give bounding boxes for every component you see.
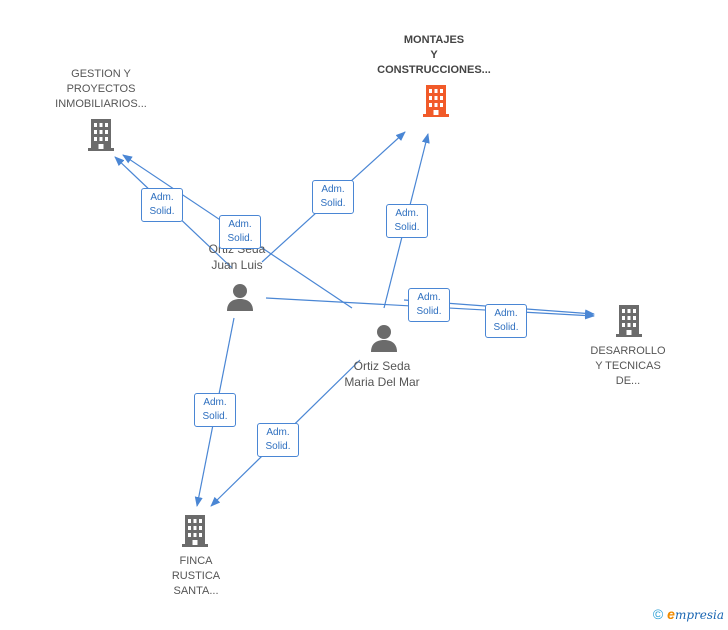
edge-label-juan-montajes[interactable]: Adm. Solid. bbox=[312, 180, 354, 214]
copyright-icon: © bbox=[652, 606, 664, 622]
person-label-line: Ortiz Seda bbox=[353, 359, 411, 373]
company-label-line: SANTA... bbox=[173, 585, 219, 597]
building-icon[interactable] bbox=[614, 303, 644, 339]
edge-label-line1: Adm. bbox=[494, 308, 518, 319]
edge-label-line1: Adm. bbox=[203, 397, 227, 408]
edge-label-juan-desarrollo[interactable]: Adm. Solid. bbox=[408, 288, 450, 322]
edge-label-maria-gestion[interactable]: Adm. Solid. bbox=[219, 215, 261, 249]
building-icon[interactable] bbox=[420, 83, 452, 119]
edge-label-line1: Adm. bbox=[395, 208, 419, 219]
edge-label-maria-desarrollo[interactable]: Adm. Solid. bbox=[485, 304, 527, 338]
company-label-line: FINCA bbox=[179, 555, 213, 567]
company-label-line: INMOBILIARIOS... bbox=[55, 98, 147, 110]
edge-label-line1: Adm. bbox=[266, 427, 290, 438]
edge-label-line2: Solid. bbox=[320, 198, 346, 209]
person-label-line: Juan Luis bbox=[211, 258, 263, 272]
person-icon[interactable] bbox=[369, 323, 399, 353]
company-label-line: MONTAJES bbox=[403, 34, 465, 46]
edge-label-line2: Solid. bbox=[416, 306, 442, 317]
company-label-line: DESARROLLO bbox=[590, 345, 666, 357]
company-label-finca[interactable]: FINCA RUSTICA SANTA... bbox=[146, 554, 246, 599]
person-label-maria[interactable]: Ortiz Seda Maria Del Mar bbox=[327, 358, 437, 390]
edge-label-line2: Solid. bbox=[227, 233, 253, 244]
edge-label-juan-finca[interactable]: Adm. Solid. bbox=[194, 393, 236, 427]
edge-label-maria-montajes[interactable]: Adm. Solid. bbox=[386, 204, 428, 238]
building-icon[interactable] bbox=[86, 117, 116, 153]
company-label-line: Y bbox=[430, 49, 438, 61]
brand-logo-e: e bbox=[667, 606, 675, 622]
company-label-line: GESTION Y bbox=[71, 68, 131, 80]
edge-label-line1: Adm. bbox=[321, 184, 345, 195]
edge-label-line2: Solid. bbox=[493, 322, 519, 333]
company-label-line: RUSTICA bbox=[171, 570, 221, 582]
edge-label-line2: Solid. bbox=[265, 441, 291, 452]
person-icon[interactable] bbox=[225, 282, 255, 312]
company-label-montajes[interactable]: MONTAJES Y CONSTRUCCIONES... bbox=[369, 33, 499, 78]
edge-label-juan-gestion[interactable]: Adm. Solid. bbox=[141, 188, 183, 222]
edge-label-line2: Solid. bbox=[149, 206, 175, 217]
company-label-line: DE... bbox=[615, 375, 641, 387]
edge-label-line1: Adm. bbox=[417, 292, 441, 303]
brand-logo-text: mpresia bbox=[674, 608, 724, 622]
person-label-line: Maria Del Mar bbox=[344, 375, 420, 389]
company-label-line: CONSTRUCCIONES... bbox=[377, 64, 491, 76]
company-label-desarrollo[interactable]: DESARROLLO Y TECNICAS DE... bbox=[578, 344, 678, 389]
company-label-line: Y TECNICAS bbox=[595, 360, 661, 372]
building-icon[interactable] bbox=[180, 513, 210, 549]
edge-label-line1: Adm. bbox=[150, 192, 174, 203]
company-label-line: PROYECTOS bbox=[66, 83, 136, 95]
edge-label-maria-finca[interactable]: Adm. Solid. bbox=[257, 423, 299, 457]
company-label-gestion[interactable]: GESTION Y PROYECTOS INMOBILIARIOS... bbox=[46, 67, 156, 112]
edge-label-line1: Adm. bbox=[228, 219, 252, 230]
edge-label-line2: Solid. bbox=[394, 222, 420, 233]
brand-footer[interactable]: ©empresia bbox=[653, 606, 724, 622]
edge-label-line2: Solid. bbox=[202, 411, 228, 422]
